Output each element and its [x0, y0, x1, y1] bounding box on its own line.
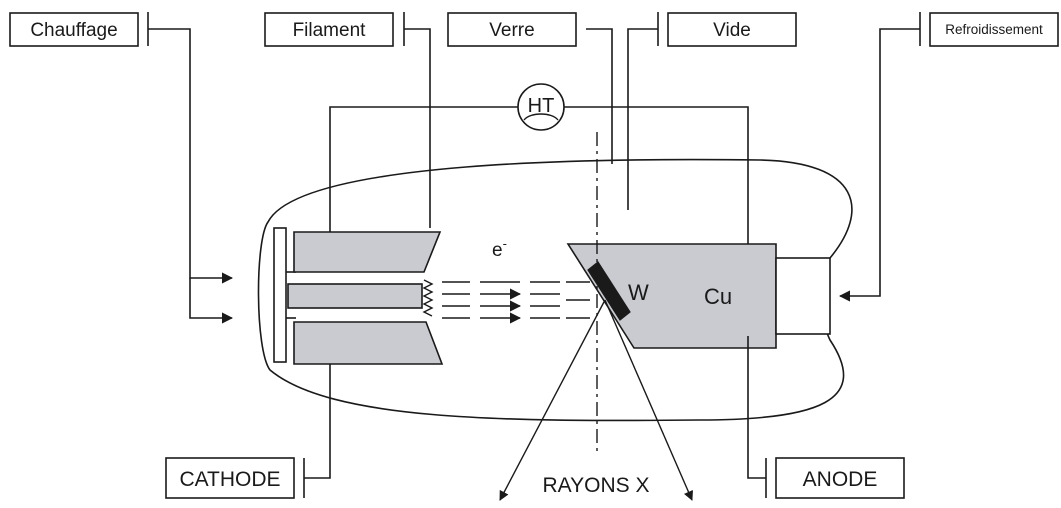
chauffage-callout: Chauffage — [9, 12, 234, 324]
rayons-x-label: RAYONS X — [543, 474, 650, 497]
ht-meter: HT — [517, 83, 565, 131]
verre-label: Verre — [489, 20, 534, 41]
vide-callout: Vide — [627, 12, 797, 210]
electron-beam — [442, 281, 590, 324]
verre-callout: Verre — [447, 12, 613, 164]
ht-circuit-wire-right — [564, 106, 749, 248]
cathode-cup-bottom — [293, 321, 444, 365]
filament-callout: Filament — [264, 12, 431, 228]
filament-coil — [422, 279, 434, 317]
cathode-cup-top — [293, 231, 442, 273]
ht-label: HT — [528, 95, 555, 117]
tungsten-target — [587, 261, 631, 321]
refroidissement-callout: Refroidissement — [838, 12, 1059, 302]
cathode-label: CATHODE — [179, 468, 280, 491]
tungsten-label: W — [628, 280, 649, 305]
anode-label: ANODE — [803, 468, 878, 491]
ht-circuit-wire — [329, 106, 518, 235]
electron-label: e- — [492, 236, 507, 261]
anode-callout: ANODE — [747, 336, 905, 499]
anode-cooling-block — [775, 257, 831, 335]
chauffage-label: Chauffage — [30, 20, 117, 41]
copper-label: Cu — [704, 284, 732, 309]
xray-ray-right — [604, 299, 693, 501]
cathode-callout: CATHODE — [165, 364, 331, 499]
vide-label: Vide — [713, 20, 751, 41]
xray-ray-left — [499, 299, 606, 501]
refroidissement-label: Refroidissement — [945, 22, 1043, 37]
anode-copper-block — [566, 243, 777, 349]
filament-block — [287, 283, 423, 309]
cathode-plate — [273, 227, 287, 363]
filament-label: Filament — [293, 20, 367, 41]
